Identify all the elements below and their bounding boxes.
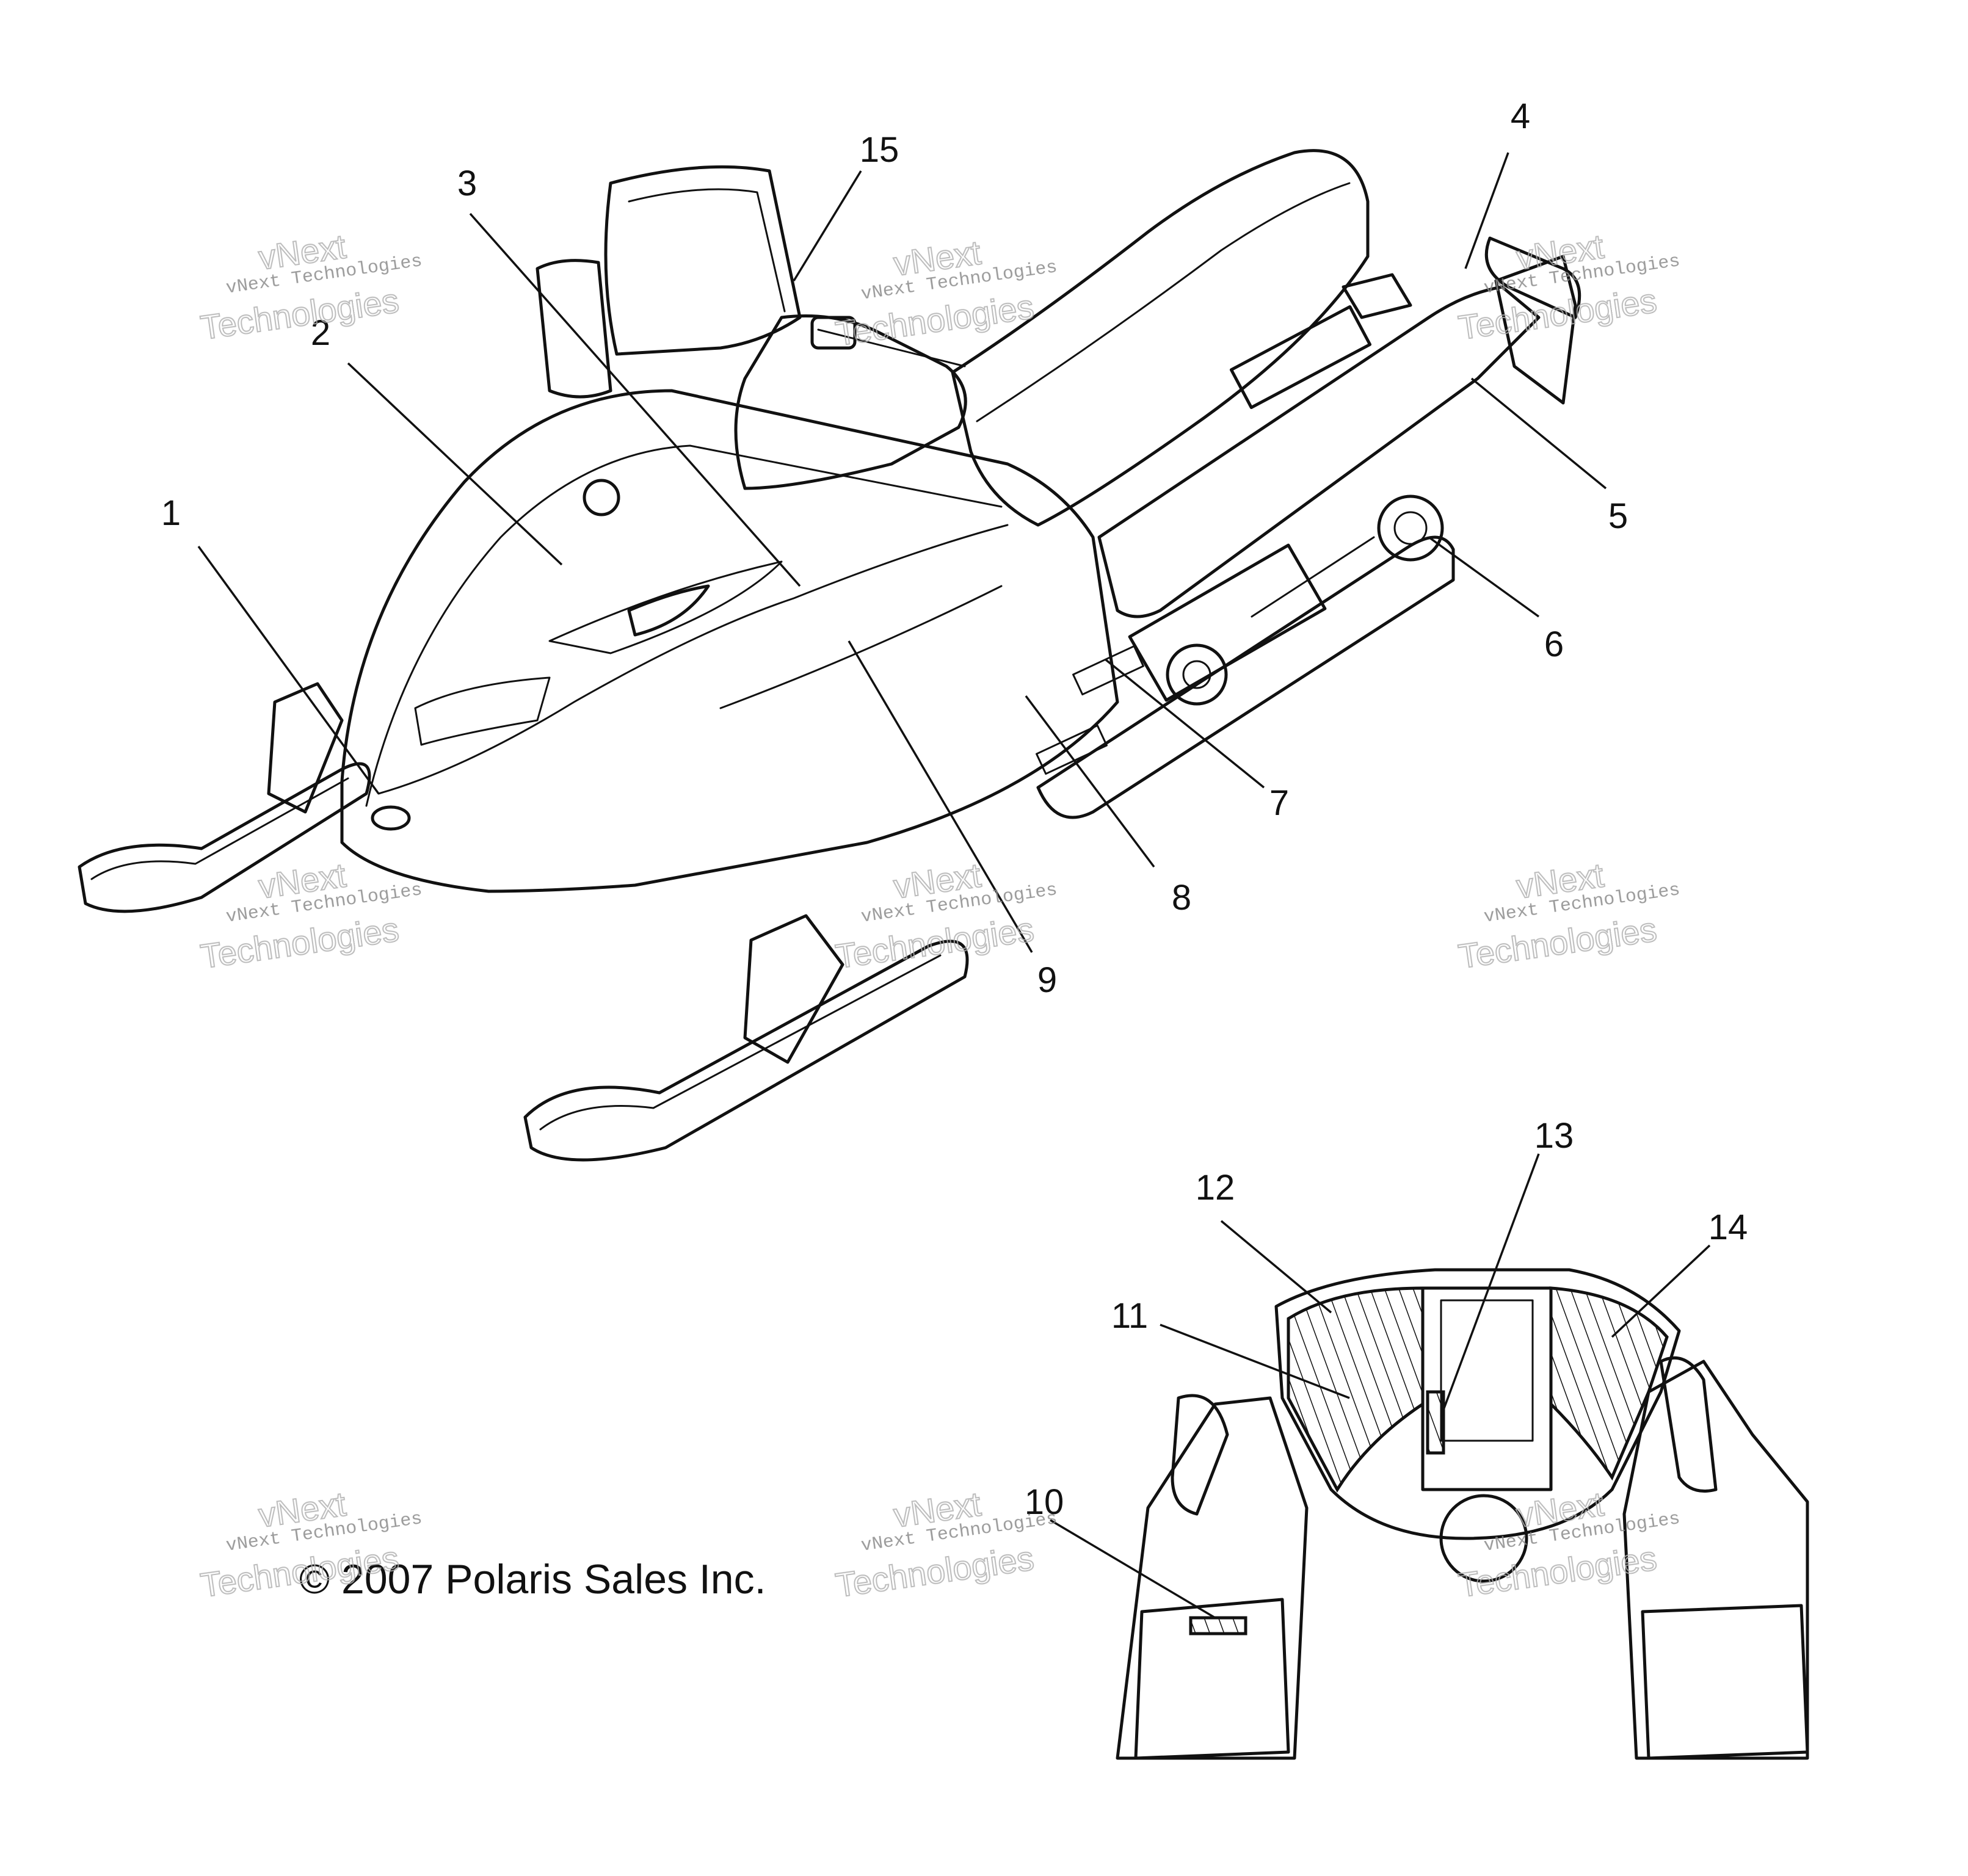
callout-9: 9 xyxy=(1037,960,1057,1000)
leader-10 xyxy=(1050,1519,1216,1619)
leader-3 xyxy=(469,212,801,587)
callout-3: 3 xyxy=(457,164,477,203)
leader-1 xyxy=(197,545,380,795)
leader-15 xyxy=(793,170,862,281)
side-decals xyxy=(1036,645,1144,775)
callout-8: 8 xyxy=(1172,878,1191,918)
callout-1: 1 xyxy=(161,493,181,533)
leader-9 xyxy=(848,640,1033,953)
watermark: vNext vNext Technologies Technologies xyxy=(1456,855,1682,976)
watermark: vNext vNext Technologies Technologies xyxy=(198,226,424,347)
leader-lines xyxy=(197,152,1711,1619)
callout-14: 14 xyxy=(1708,1208,1748,1247)
callout-7: 7 xyxy=(1269,783,1289,823)
callout-13: 13 xyxy=(1534,1116,1574,1156)
leader-11 xyxy=(1160,1324,1350,1399)
leader-12 xyxy=(1220,1220,1332,1314)
left-ski xyxy=(78,682,371,913)
callout-12: 12 xyxy=(1196,1168,1235,1208)
leader-13 xyxy=(1440,1153,1540,1417)
callout-2: 2 xyxy=(311,313,330,353)
leader-5 xyxy=(1470,377,1607,490)
windshield xyxy=(536,165,802,516)
leader-4 xyxy=(1464,152,1509,269)
watermark: vNext vNext Technologies Technologies xyxy=(833,232,1059,353)
console xyxy=(734,314,967,490)
tunnel xyxy=(1097,236,1581,702)
leader-6 xyxy=(1428,536,1540,618)
front-view-illustration xyxy=(1116,1268,1809,1760)
watermark: vNext vNext Technologies Technologies xyxy=(833,855,1059,976)
watermark: vNext vNext Technologies Technologies xyxy=(1456,226,1682,347)
leader-2 xyxy=(347,362,563,566)
callout-5: 5 xyxy=(1608,496,1628,536)
leader-14 xyxy=(1611,1244,1711,1338)
callout-numbers: 1 2 3 4 5 6 7 8 9 10 11 12 13 14 15 xyxy=(161,96,1748,1522)
watermark: vNext vNext Technologies Technologies xyxy=(198,855,424,976)
callout-6: 6 xyxy=(1544,625,1564,664)
right-ski xyxy=(523,914,969,1162)
callout-11: 11 xyxy=(1111,1296,1148,1336)
callout-15: 15 xyxy=(860,130,899,170)
copyright-notice: © 2007 Polaris Sales Inc. xyxy=(299,1556,766,1603)
snowmobile-illustration xyxy=(78,149,1581,1162)
seat xyxy=(951,149,1372,527)
rear-suspension xyxy=(1036,494,1455,819)
hood-body xyxy=(340,389,1119,893)
leader-7 xyxy=(1104,658,1265,789)
callout-10: 10 xyxy=(1025,1482,1064,1522)
leader-8 xyxy=(1025,695,1155,868)
callout-4: 4 xyxy=(1511,96,1530,136)
watermark: vNext vNext Technologies Technologies xyxy=(1456,1483,1682,1605)
